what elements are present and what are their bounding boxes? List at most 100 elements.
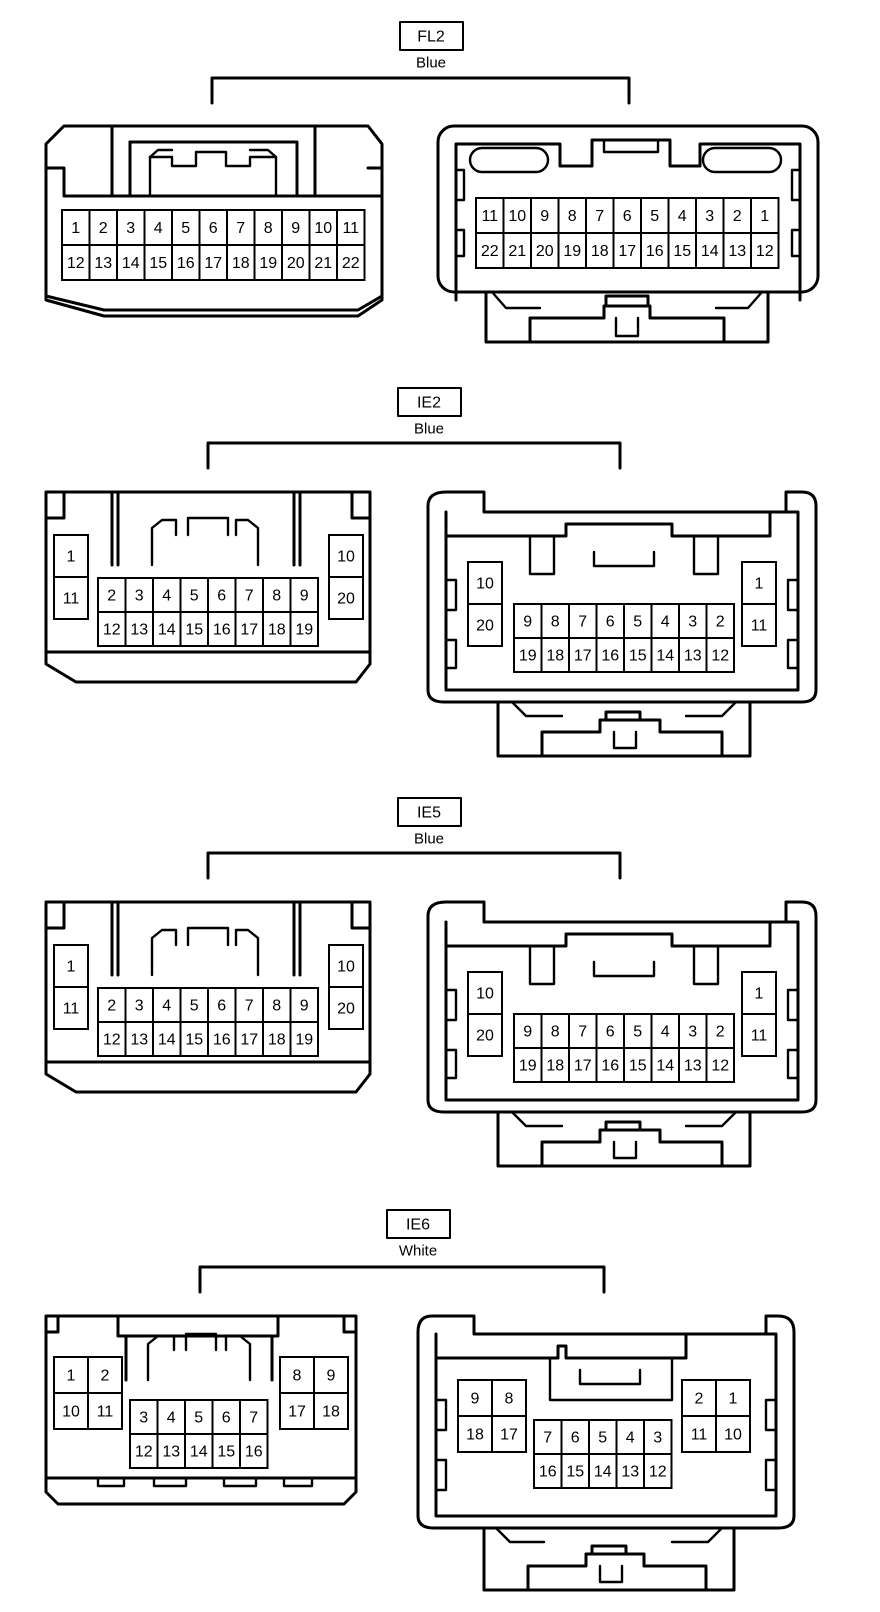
ie2-bracket — [206, 441, 622, 470]
ie6-left-pin-18: 18 — [322, 1404, 340, 1421]
ie6-tag-label: IE6 — [406, 1217, 430, 1234]
ie2-right-pin-1: 1 — [755, 576, 764, 593]
ie5-right-pin-3: 3 — [688, 1024, 697, 1041]
ie5-right-pin-13-cell — [678, 1047, 708, 1083]
ie2-left-pin-19-cell — [289, 611, 319, 647]
fl2-left-pin-18: 18 — [232, 255, 250, 272]
fl2-right-pin-19-cell — [557, 232, 587, 269]
ie2-left-pin-12-cell — [97, 611, 127, 647]
fl2-left-pin-19-cell — [253, 244, 283, 281]
fl2-tag: FL2 — [399, 21, 464, 51]
fl2-right-pin-12-cell — [750, 232, 780, 269]
fl2-left-pin-6: 6 — [209, 220, 218, 237]
ie5-right-housing — [426, 900, 818, 1168]
fl2-left-pin-15-cell — [143, 244, 173, 281]
ie5-right-pin-18-cell — [540, 1047, 570, 1083]
ie5-right-pin-2: 2 — [716, 1024, 725, 1041]
fl2-right-pin-1: 1 — [760, 208, 769, 225]
ie6-right-pin-8-cell — [491, 1379, 527, 1417]
ie6-right-housing — [416, 1314, 796, 1592]
ie2-left-pin-3: 3 — [135, 588, 144, 605]
ie2-right-pin-17: 17 — [574, 648, 592, 665]
ie5-right-pin-13: 13 — [684, 1058, 702, 1075]
ie5-left-pin-15: 15 — [185, 1032, 203, 1049]
ie2-left-pin-14: 14 — [158, 622, 176, 639]
fl2-right-pin-18: 18 — [591, 243, 609, 260]
ie2-left-pin-20: 20 — [337, 591, 355, 608]
ie5-right-pin-4-cell — [650, 1013, 680, 1049]
ie6-left-pin-2-cell — [87, 1356, 123, 1394]
ie6-right-pin-10: 10 — [724, 1427, 742, 1444]
ie2-right-pin-11: 11 — [751, 618, 768, 635]
fl2-left-pin-12: 12 — [67, 255, 85, 272]
ie2-right-pin-14: 14 — [656, 648, 674, 665]
ie5-right-pin-12: 12 — [711, 1058, 729, 1075]
ie6-right-pin-15: 15 — [566, 1464, 584, 1481]
ie2-right-pin-15: 15 — [629, 648, 647, 665]
ie5-right-pin-14: 14 — [656, 1058, 674, 1075]
ie2-left-pin-11: 11 — [63, 591, 80, 608]
ie2-right-pin-4: 4 — [661, 614, 670, 631]
fl2-right-housing — [436, 124, 820, 344]
ie6-right-pin-1-cell — [715, 1379, 751, 1417]
ie2-right-pin-12-cell — [705, 637, 735, 673]
ie2-left-pin-17-cell — [234, 611, 264, 647]
ie6-left-pin-8: 8 — [293, 1368, 302, 1385]
ie2-tag: IE2 — [397, 387, 462, 417]
ie2-left-pin-20-cell — [328, 576, 364, 620]
ie5-left-pin-12: 12 — [103, 1032, 121, 1049]
ie5-right-pin-15-cell — [623, 1047, 653, 1083]
ie5-left-pin-10: 10 — [337, 959, 355, 976]
ie6-left-pin-13: 13 — [162, 1444, 180, 1461]
ie6-right-pin-18-cell — [457, 1415, 493, 1453]
ie5-right-pin-15: 15 — [629, 1058, 647, 1075]
ie6-right-pin-14: 14 — [594, 1464, 612, 1481]
fl2-left-pin-3: 3 — [126, 220, 135, 237]
ie5-right-pin-4: 4 — [661, 1024, 670, 1041]
ie2-left-pin-18-cell — [262, 611, 292, 647]
ie6-right-pin-6-cell — [560, 1419, 590, 1455]
ie6-color-label: White — [399, 1243, 437, 1260]
ie2-left-pin-19: 19 — [295, 622, 313, 639]
fl2-left-pin-8: 8 — [264, 220, 273, 237]
fl2-right-pin-9: 9 — [540, 208, 549, 225]
ie2-right-pin-5: 5 — [633, 614, 642, 631]
ie6-right-pin-4: 4 — [626, 1430, 635, 1447]
ie6-left-pin-13-cell — [156, 1433, 186, 1469]
ie5-left-pin-11: 11 — [63, 1001, 80, 1018]
ie2-left-pin-15: 15 — [185, 622, 203, 639]
ie2-right-pin-19: 19 — [519, 648, 537, 665]
ie5-left-pin-1-cell — [53, 944, 89, 988]
fl2-left-pin-7: 7 — [236, 220, 245, 237]
ie5-left-pin-16: 16 — [213, 1032, 231, 1049]
ie2-right-pin-19-cell — [513, 637, 543, 673]
fl2-left-pin-21: 21 — [314, 255, 332, 272]
ie6-bracket — [198, 1265, 606, 1294]
ie5-right-pin-14-cell — [650, 1047, 680, 1083]
ie2-left-pin-18: 18 — [268, 622, 286, 639]
ie2-left-pin-16: 16 — [213, 622, 231, 639]
fl2-left-pin-2: 2 — [99, 220, 108, 237]
ie6-right-pin-12-cell — [643, 1453, 673, 1489]
ie5-right-pin-7: 7 — [578, 1024, 587, 1041]
fl2-left-pin-7-cell — [226, 209, 256, 246]
ie6-left-pin-14: 14 — [190, 1444, 208, 1461]
ie2-right-pin-3: 3 — [688, 614, 697, 631]
ie5-right-pin-20-cell — [467, 1013, 503, 1057]
ie5-left-pin-19: 19 — [295, 1032, 313, 1049]
ie6-right-pin-4-cell — [615, 1419, 645, 1455]
ie2-left-pin-12: 12 — [103, 622, 121, 639]
ie6-left-pin-5: 5 — [194, 1410, 203, 1427]
ie6-right-pin-7: 7 — [543, 1430, 552, 1447]
ie5-left-pin-10-cell — [328, 944, 364, 988]
fl2-left-pin-14: 14 — [122, 255, 140, 272]
fl2-left-pin-20: 20 — [287, 255, 305, 272]
fl2-color-label: Blue — [416, 55, 446, 72]
ie5-tag-label: IE5 — [417, 805, 441, 822]
